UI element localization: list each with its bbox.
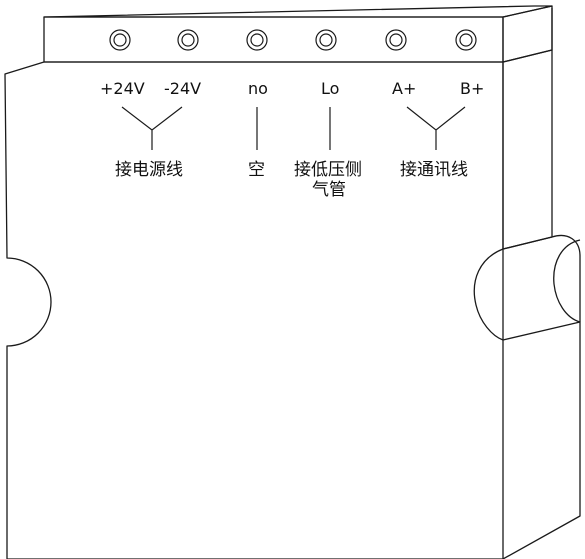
- screw-4-icon: [315, 29, 337, 51]
- annotation-low-pressure-line2: 气管: [312, 180, 346, 200]
- main-body-right-side: [502, 8, 553, 63]
- screw-5-icon: [385, 29, 407, 51]
- terminal-screws: [109, 29, 477, 51]
- screw-6-icon: [455, 29, 477, 51]
- screw-1-icon: [109, 29, 131, 51]
- right-side-cylinder-top: [502, 234, 581, 322]
- terminal-label-b-plus: B+: [460, 79, 485, 98]
- right-side-upper-edge: [502, 50, 553, 250]
- annotation-power-cable: 接电源线: [115, 160, 183, 180]
- right-side-cylinder-back: [553, 239, 581, 323]
- terminal-label-lo: Lo: [321, 79, 340, 98]
- power-leader-y: [121, 106, 183, 150]
- terminal-label-plus24v: +24V: [100, 79, 145, 98]
- terminal-label-minus24v: -24V: [164, 79, 202, 98]
- terminal-strip-front: [43, 16, 504, 63]
- annotation-empty: 空: [248, 160, 265, 180]
- screw-2-icon: [177, 29, 199, 51]
- terminal-label-a-plus: A+: [392, 79, 417, 98]
- right-side-lower-edge: [502, 321, 581, 559]
- annotation-low-pressure-line1: 接低压侧: [294, 160, 362, 180]
- right-side-cylinder-cutout: [473, 248, 504, 341]
- terminal-label-no: no: [248, 79, 268, 98]
- terminal-strip-side: [502, 5, 553, 63]
- main-body-front: [4, 61, 504, 559]
- screw-3-icon: [246, 29, 268, 51]
- annotation-comm-cable: 接通讯线: [400, 160, 468, 180]
- comm-leader-y: [406, 106, 466, 150]
- terminal-strip-top-face: [43, 5, 553, 18]
